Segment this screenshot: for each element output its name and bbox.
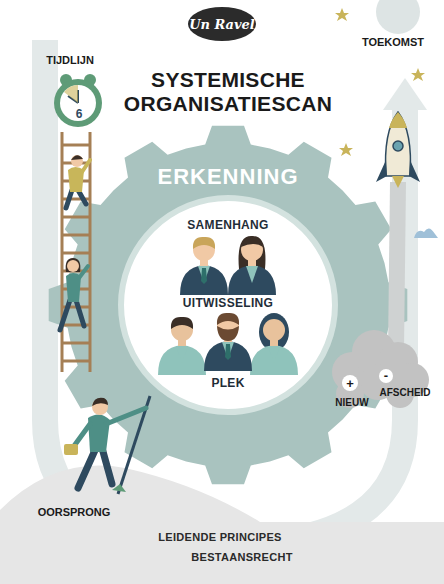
plus-sign: +	[346, 377, 354, 390]
rocket	[376, 112, 420, 188]
person-icon	[158, 317, 206, 375]
climber	[66, 155, 90, 208]
future-label: TOEKOMST	[362, 37, 424, 48]
diagram-title: SYSTEMISCHE ORGANISATIESCAN	[98, 68, 358, 115]
principles-band: LEIDENDE PRINCIPES	[100, 528, 340, 546]
farewell-label: AFSCHEID	[379, 388, 430, 398]
circle-label: SAMENHANG	[118, 218, 338, 232]
circle-label: PLEK	[118, 376, 338, 390]
new-label: NIEUW	[335, 398, 368, 408]
gear: ERKENNING SAMENHANG UITWISSELING PLEK	[48, 125, 408, 485]
person-icon	[180, 237, 228, 295]
person-icon	[228, 236, 276, 295]
foundation-band: BESTAANSRECHT	[94, 548, 390, 567]
minus-sign: -	[384, 369, 388, 382]
logo-blob	[188, 7, 256, 41]
inner-circle: SAMENHANG UITWISSELING PLEK	[118, 195, 338, 415]
timeline-label: TIJDLIJN	[46, 55, 94, 66]
origin-label: OORSPRONG	[38, 507, 111, 518]
person-icon	[250, 313, 298, 375]
band-label: BESTAANSRECHT	[94, 551, 390, 564]
clock	[54, 74, 102, 127]
band-label: LEIDENDE PRINCIPES	[100, 531, 340, 544]
future-circle	[376, 0, 420, 34]
stars	[335, 8, 425, 156]
logo-text: Un Ravel	[189, 18, 255, 31]
arrow-head	[383, 78, 427, 110]
person-icon	[204, 313, 252, 371]
gear-label: ERKENNING	[48, 164, 408, 190]
circle-label: UITWISSELING	[118, 296, 338, 310]
clock-number: 6	[76, 108, 83, 120]
